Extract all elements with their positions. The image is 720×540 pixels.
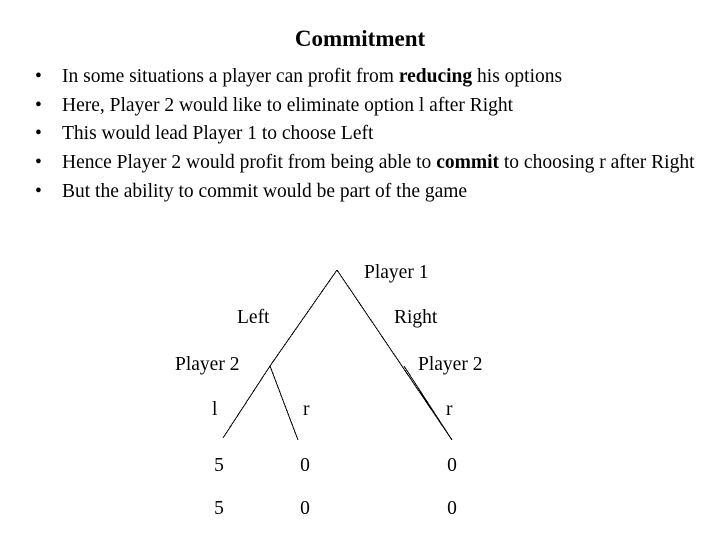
- tree-edge-p2r-r: [403, 365, 453, 441]
- tree-action-label-p2l-r: r: [303, 399, 310, 420]
- page-title: Commitment: [294, 26, 426, 51]
- bullet-marker-icon: •: [35, 123, 42, 145]
- tree-edge-p2l-r: [269, 365, 299, 441]
- tree-node-label-root: Player 1: [364, 262, 429, 283]
- bullet-text: This would lead Player 1 to choose Left: [62, 123, 374, 145]
- bullet-item: • But the ability to commit would be part…: [26, 178, 698, 207]
- tree-edge-left-branch: [269, 269, 338, 367]
- bullet-item: • In some situations a player can profit …: [26, 63, 698, 92]
- tree-action-label-p2l-l: l: [212, 399, 218, 420]
- bullet-marker-icon: •: [35, 152, 42, 174]
- bullet-text: Here, Player 2 would like to eliminate o…: [62, 94, 514, 116]
- bullet-marker-icon: •: [35, 94, 42, 116]
- bullet-item: • Hence Player 2 would profit from being …: [26, 149, 698, 178]
- tree-action-label-p2r-r: r: [446, 399, 453, 420]
- tree-action-label-right-branch: Right: [394, 307, 438, 328]
- payoff-p1-outcome-right-r: 0: [447, 455, 457, 476]
- bullet-text: But the ability to commit would be part …: [62, 180, 468, 202]
- payoff-p2-outcome-right-r: 0: [447, 498, 457, 519]
- bullet-list: • In some situations a player can profit …: [26, 63, 698, 207]
- tree-node-label-p2l: Player 2: [175, 354, 240, 375]
- payoff-p2-outcome-left-r: 0: [300, 498, 310, 519]
- payoff-p2-outcome-left-l: 5: [214, 498, 224, 519]
- tree-edge-p2l-l: [222, 365, 271, 439]
- bullet-text: In some situations a player can profit f…: [62, 66, 563, 87]
- tree-action-label-left-branch: Left: [237, 307, 270, 328]
- bullet-item: • Here, Player 2 would like to eliminate …: [26, 92, 698, 121]
- bullet-marker-icon: •: [35, 66, 42, 87]
- payoff-p1-outcome-left-r: 0: [300, 455, 310, 476]
- tree-edge-right-branch: [336, 269, 453, 441]
- tree-node-label-p2r: Player 2: [418, 354, 483, 375]
- bullet-item: • This would lead Player 1 to choose Left: [26, 120, 698, 149]
- bullet-text: Hence Player 2 would profit from being a…: [62, 152, 695, 174]
- bullet-marker-icon: •: [35, 180, 42, 202]
- payoff-p1-outcome-left-l: 5: [214, 455, 224, 476]
